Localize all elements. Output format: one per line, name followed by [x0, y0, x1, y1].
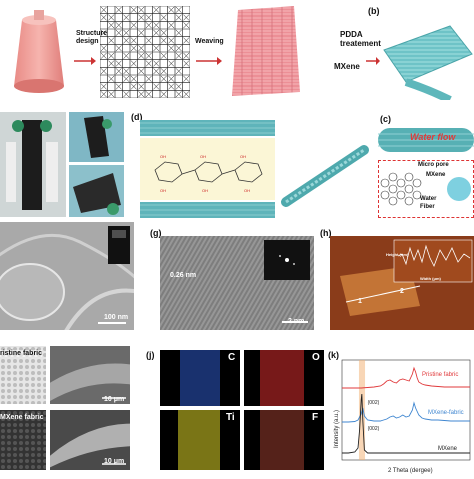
mxene-fabric-label: MXene fabric	[0, 414, 44, 421]
height-axis-label: Height (nm)	[386, 252, 409, 257]
water-flow-fiber-image	[378, 126, 474, 154]
scale-bar-label: 100 nm	[104, 314, 129, 321]
mxene-sem-image	[50, 410, 130, 470]
pristine-sem-image	[50, 346, 130, 404]
eds-map-c	[160, 350, 240, 406]
structure-design-label: Structure design	[76, 30, 108, 45]
panel-label-g: (g)	[150, 228, 162, 238]
fabric-folding-photo	[69, 165, 124, 217]
fabric-bending-photo	[69, 112, 124, 162]
scale-bar-label: 10 μm	[104, 396, 125, 403]
cross-section-diagram	[378, 160, 474, 218]
eds-map-f	[244, 410, 324, 470]
panel-label-k: (k)	[328, 350, 339, 360]
series-label-1: MXene-fabric	[428, 410, 464, 416]
hrtem-image-g	[160, 236, 314, 330]
weaving-label: Weaving	[195, 38, 224, 45]
element-f-label: F	[312, 412, 319, 423]
micro-pore-label: Micro pore	[418, 162, 449, 168]
panel-label-j: (j)	[146, 350, 155, 360]
marker-2: 2	[400, 288, 404, 295]
lattice-spacing-label: 0.26 nm	[170, 272, 197, 279]
afm-image-h	[330, 236, 474, 330]
arrow-icon	[74, 52, 96, 65]
water-label: Water	[420, 196, 437, 202]
fiber-label: Fiber	[420, 204, 435, 210]
panel-label-h: (h)	[320, 228, 332, 238]
series-label-2: MXene	[438, 446, 458, 452]
scale-bar-label: 10 μm	[104, 458, 125, 465]
plot-frame	[341, 359, 471, 461]
svg-text:OH: OH	[202, 188, 208, 193]
mxene-layer-label: MXene	[426, 172, 446, 178]
mxene-label: MXene	[334, 62, 360, 71]
element-c-label: C	[228, 352, 236, 363]
x-axis-label: 2 Theta (dergee)	[388, 468, 433, 474]
molecular-structure-diagram: OH OH OH OH OH OH	[140, 120, 275, 218]
svg-text:OH: OH	[240, 154, 246, 159]
weave-pattern-grid	[99, 5, 191, 99]
arrow-icon	[196, 52, 222, 65]
svg-text:OH: OH	[160, 188, 166, 193]
annotation-002: (002)	[368, 426, 380, 432]
panel-label-c: (c)	[380, 114, 391, 124]
series-label-0: Pristine fabric	[422, 372, 458, 378]
mxene-fabric-3d-image	[380, 20, 474, 104]
element-ti-label: Ti	[226, 412, 235, 423]
tem-image-f	[0, 222, 134, 330]
person-holding-fabric-photo	[0, 112, 66, 217]
eds-map-ti	[160, 410, 240, 470]
marker-1: 1	[358, 298, 362, 305]
series-line-2	[342, 393, 470, 454]
y-axis-label: Intensity (a.u.)	[334, 410, 340, 448]
yarn-spool-image	[4, 8, 74, 98]
fiber-rod-image	[280, 140, 370, 210]
eds-map-o	[244, 350, 324, 406]
pristine-fabric-label: ristine fabric	[0, 350, 43, 357]
water-flow-label: Water flow	[410, 132, 456, 142]
annotation-002: (002)	[368, 400, 380, 406]
series-line-0	[342, 366, 470, 389]
woven-fabric-image	[230, 6, 300, 96]
panel-label-b: (b)	[368, 6, 380, 16]
element-o-label: O	[312, 352, 320, 363]
panel-label-d: (d)	[131, 112, 143, 122]
arrow-icon	[366, 52, 380, 65]
svg-text:OH: OH	[244, 188, 250, 193]
svg-text:OH: OH	[160, 154, 166, 159]
mxene-fabric-photo	[0, 410, 46, 470]
width-axis-label: Width (μm)	[420, 276, 441, 281]
scale-bar-label: 2 nm	[288, 318, 305, 325]
svg-text:OH: OH	[200, 154, 206, 159]
pdda-label: PDDA treatement	[340, 30, 381, 48]
